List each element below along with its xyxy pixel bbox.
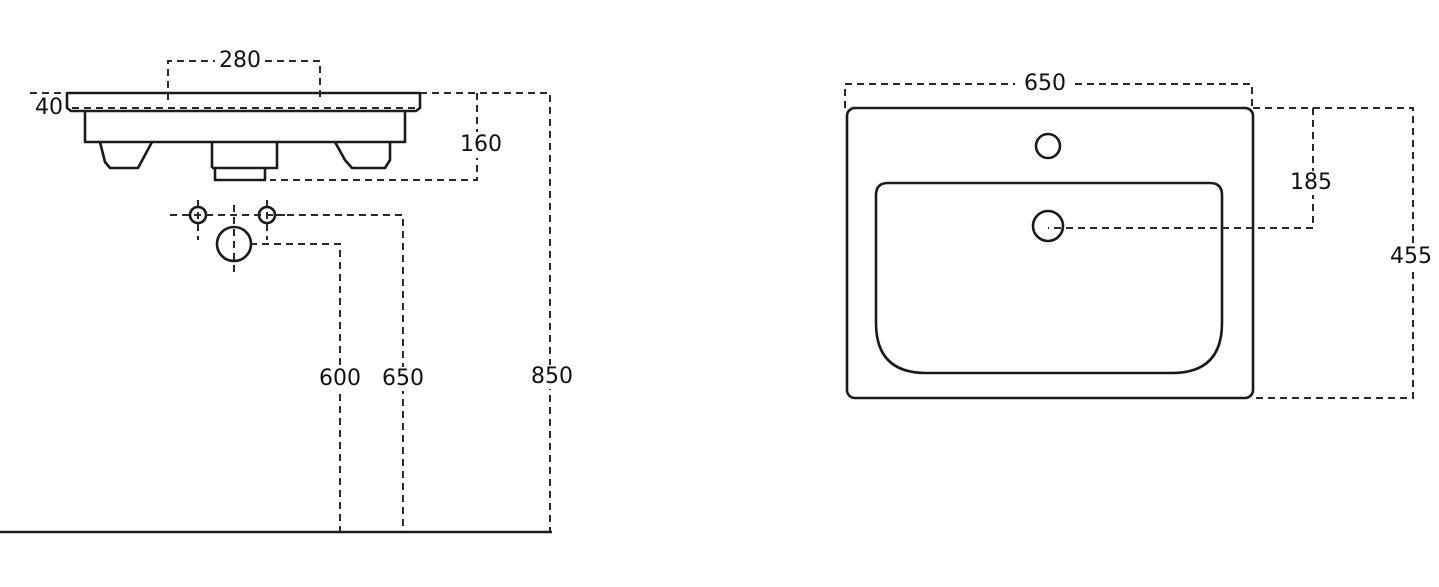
dim-line-650	[275, 214, 404, 532]
dim-line-600	[250, 243, 341, 532]
basin-bowl	[874, 181, 1224, 375]
dim-label-40: 40	[35, 95, 63, 120]
drain-outlet	[210, 142, 279, 182]
side-view: 280 40 160 600 650 850	[0, 48, 575, 534]
dim-line-185	[1048, 108, 1314, 229]
dim-label-600: 600	[319, 366, 361, 391]
dim-label-650-width: 650	[1024, 71, 1066, 96]
dim-line-160	[270, 93, 478, 181]
dim-line-650-width	[844, 83, 1253, 108]
basin-body	[83, 111, 407, 144]
dim-label-455: 455	[1390, 244, 1432, 269]
centre-lines	[170, 200, 290, 275]
drain-hole	[1031, 209, 1065, 243]
dim-label-850: 850	[531, 364, 573, 389]
basin-outline	[845, 106, 1255, 400]
right-foot	[333, 141, 392, 170]
tap-hole	[1034, 132, 1062, 160]
top-view: 650 185 455	[844, 71, 1437, 400]
dim-label-160: 160	[460, 132, 502, 157]
left-foot	[98, 141, 154, 170]
dim-label-185: 185	[1290, 170, 1332, 195]
dim-label-280: 280	[219, 48, 261, 73]
dim-label-650: 650	[382, 366, 424, 391]
dim-line-280	[167, 60, 321, 100]
dim-line-850	[420, 92, 551, 532]
